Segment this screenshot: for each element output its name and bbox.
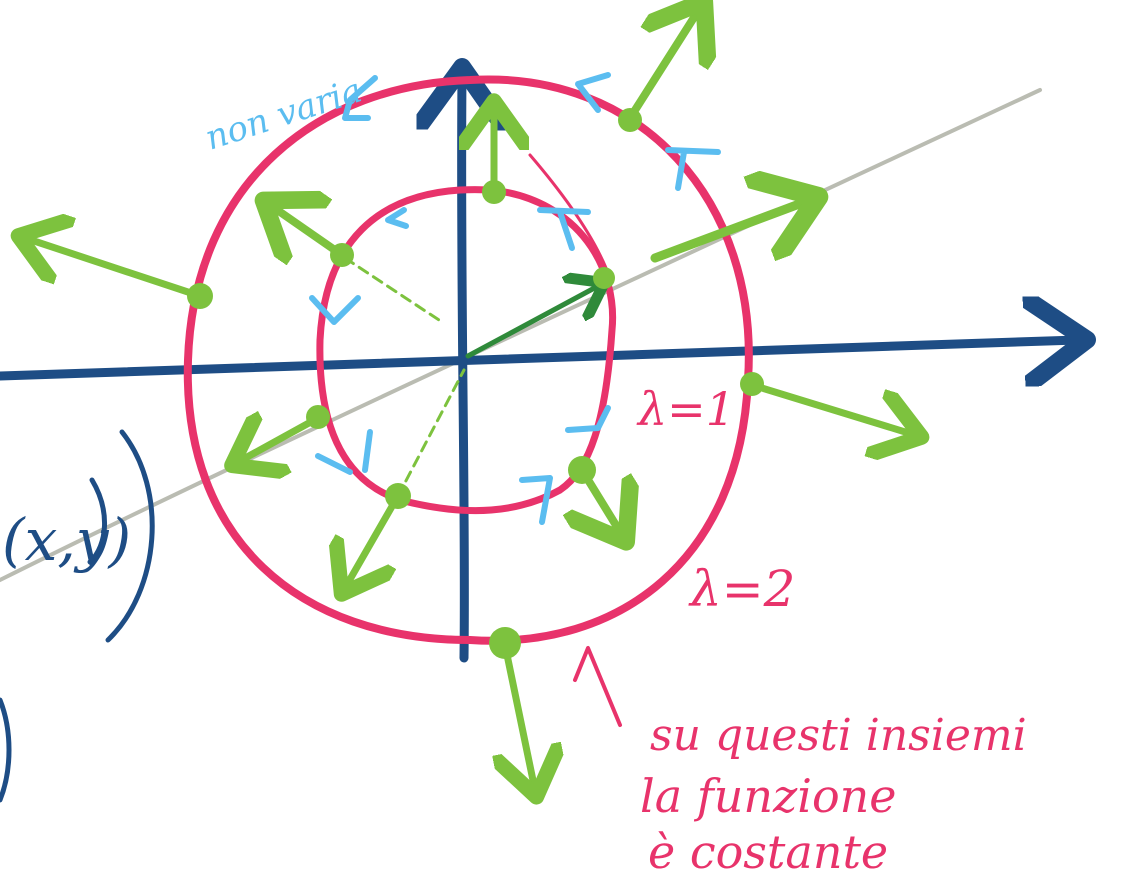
- dashed-radius-lower-left: [396, 368, 466, 498]
- dashed-radius-upper-left: [343, 256, 444, 324]
- point-left-inner: [306, 405, 330, 429]
- tangent-marks: [309, 72, 721, 525]
- y-axis: [462, 76, 465, 663]
- tangent-mark-right-outer: [665, 147, 721, 191]
- gradient-vector-right-outer: [748, 381, 915, 435]
- tangent-mark-inner-bottom-left: [315, 429, 373, 475]
- tangent-mark-inner-left: [309, 295, 361, 325]
- x-axis: [0, 340, 1078, 376]
- function-brackets: [0, 429, 155, 803]
- level-curve-outer: [183, 75, 753, 645]
- point-bottom-right-inner: [568, 456, 596, 484]
- inner-level-label: λ=1: [636, 382, 735, 436]
- point-upper-left-inner: [330, 243, 354, 267]
- bracket-small: [87, 477, 107, 565]
- level-curve-inner: [316, 186, 617, 515]
- tangent-mark-top-left: [342, 75, 378, 121]
- gradient-vector-left-outer: [25, 238, 204, 300]
- gradient-vector-upper-left-inner: [270, 205, 346, 255]
- gradient-vector-bottom-left-inner: [345, 492, 402, 588]
- point-top-right-outer: [618, 108, 642, 132]
- level-points: [187, 108, 764, 659]
- bracket-large: [105, 429, 155, 643]
- outer-level-label: λ=2: [688, 560, 795, 618]
- tangent-mark-inner-top-right: [537, 207, 591, 251]
- point-bottom-outer: [489, 627, 521, 659]
- point-top-inner: [482, 180, 506, 204]
- note-line-2: la funzione: [640, 769, 897, 823]
- axes: [0, 76, 1078, 663]
- gradient-vector-right-upper: [650, 200, 810, 263]
- point-left-outer: [187, 283, 213, 309]
- bracket-bottom: [0, 697, 12, 803]
- radius-vector: [465, 285, 600, 359]
- note-line-3: è costante: [648, 825, 888, 879]
- pointer-arrow: [573, 646, 622, 727]
- tangent-mark-inner-bottom: [519, 475, 553, 525]
- tangent-mark-top-right: [575, 72, 611, 113]
- gradient-vector-top-right-outer: [626, 8, 700, 122]
- tangent-mark-inner-top-left: [385, 207, 409, 229]
- gradient-vector-left-inner: [238, 418, 322, 462]
- function-arg: (x,y): [2, 506, 131, 574]
- point-upper-right-inner: [593, 267, 615, 289]
- point-right-outer: [740, 372, 764, 396]
- dashed-radii: [343, 256, 466, 498]
- gradient-vectors: [25, 8, 915, 790]
- gradient-vector-bottom-outer: [505, 641, 535, 790]
- note-line-1: su questi insiemi: [650, 710, 1027, 761]
- tangent-mark-inner-right: [565, 405, 611, 433]
- point-bottom-left-inner: [385, 483, 411, 509]
